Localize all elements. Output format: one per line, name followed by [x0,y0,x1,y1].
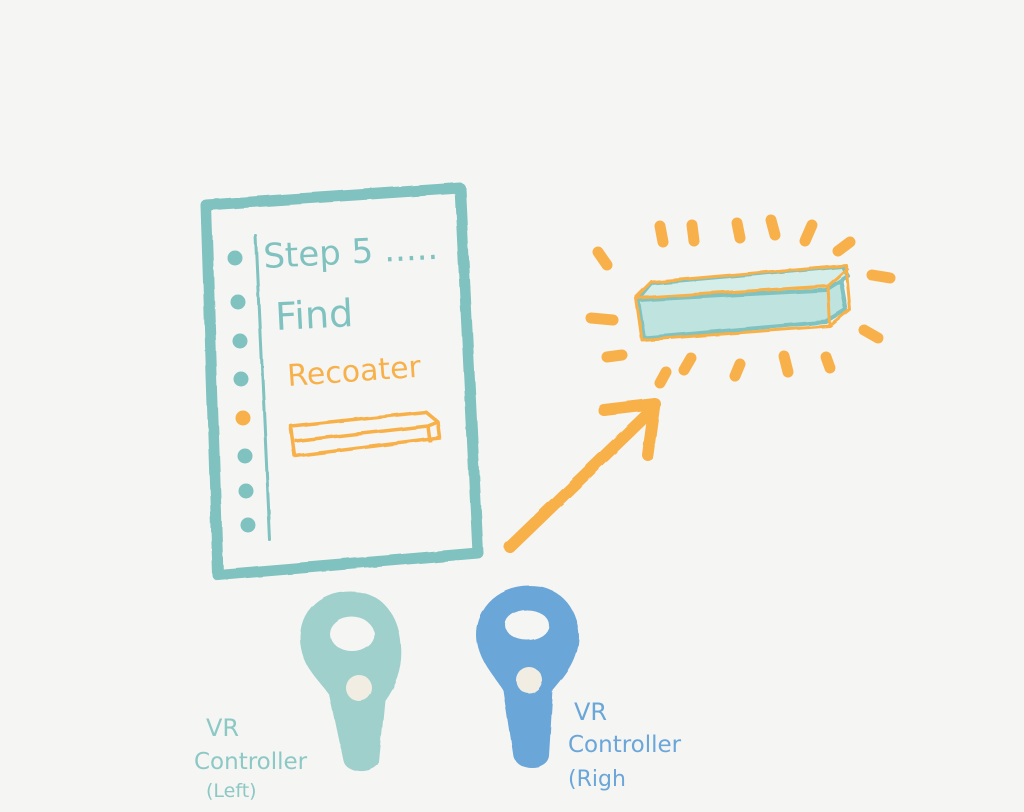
instruction-find: Find [274,291,354,339]
recoater-bar-icon [634,263,852,342]
right-label-line3: (Righ [568,767,626,792]
right-controller-ring-hole [505,610,549,640]
step-dot-6 [237,448,253,464]
panel-divider [254,234,272,542]
left-controller-button [346,675,372,701]
step-dot-5-current [235,410,251,426]
arrow-icon [504,398,661,553]
left-label-line3: (Left) [206,780,257,802]
step-dot-1 [227,250,243,266]
left-controller-label: VR Controller (Left) [194,714,308,802]
right-label-line1: VR [574,698,607,726]
step-dot-8 [240,517,256,533]
right-controller-button [516,667,542,693]
recoater-bar-outline [634,263,852,342]
step-label: Step 5 ..... [262,228,439,277]
step-dot-4 [233,371,249,387]
right-controller-label: VR Controller (Righ [568,698,682,792]
step-dot-2 [230,294,246,310]
step-progress-dots [227,250,256,533]
glow-rays [585,214,896,389]
instruction-object: Recoater [286,350,423,394]
panel-frame [200,182,484,581]
step-dot-7 [238,483,254,499]
left-controller-ring-hole [330,617,374,651]
right-controller-icon [476,585,580,768]
step-dot-3 [232,333,248,349]
instruction-panel [200,182,484,581]
left-controller-icon [300,590,402,771]
left-label-line1: VR [206,714,239,742]
right-label-line2: Controller [568,732,682,758]
panel-recoater-icon [289,410,442,458]
left-label-line2: Controller [194,749,308,775]
